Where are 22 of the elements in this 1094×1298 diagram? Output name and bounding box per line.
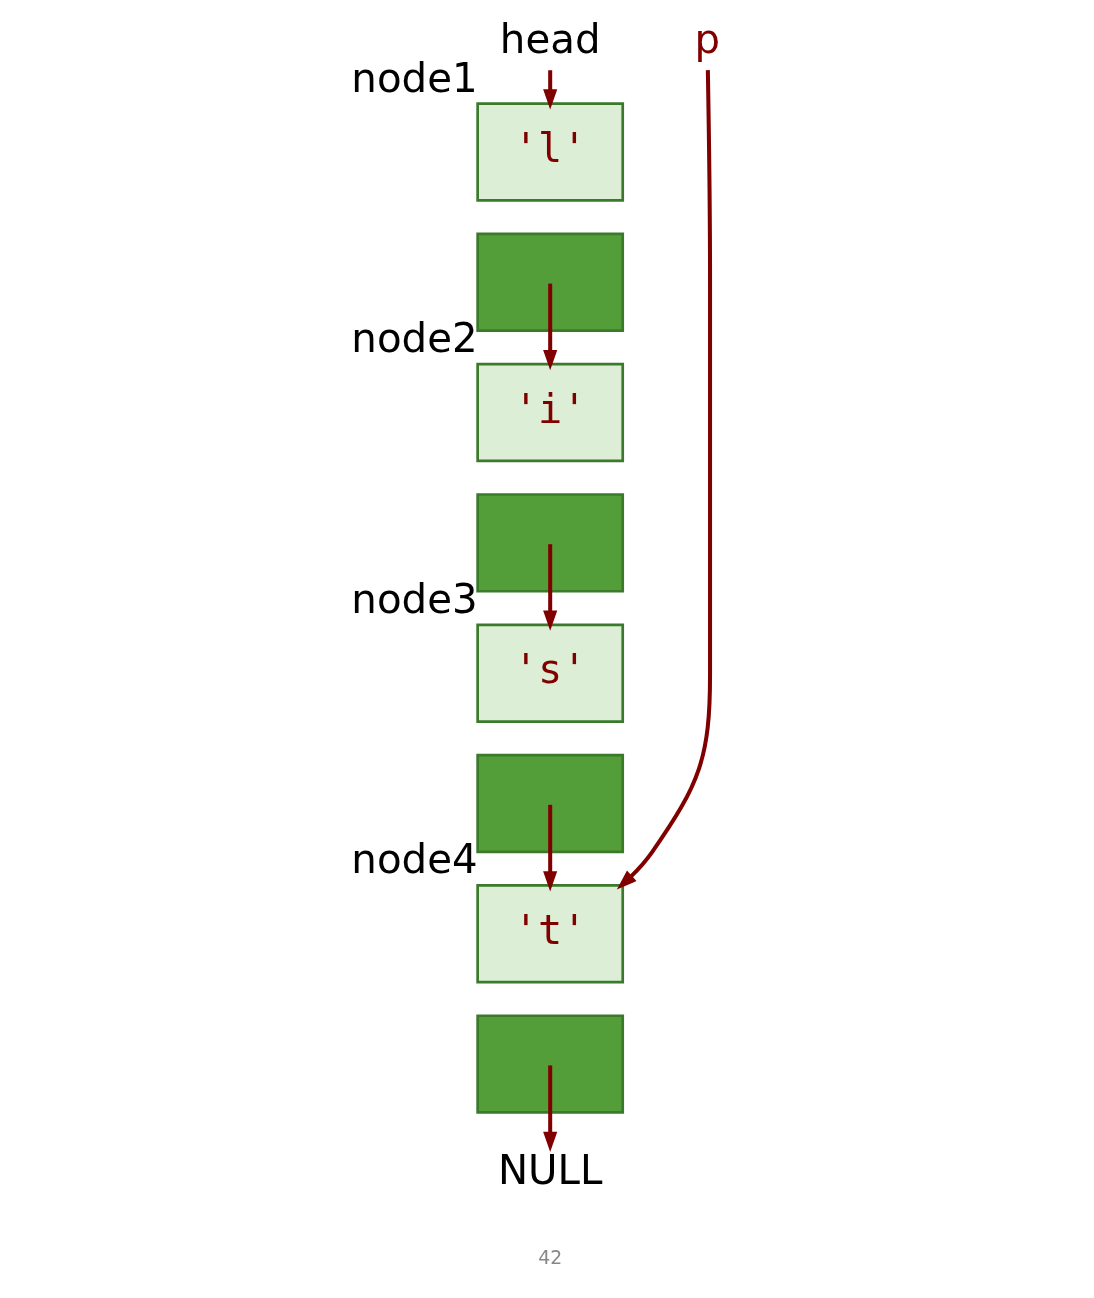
node-box: 's': [475, 623, 624, 723]
node-label: node2: [350, 315, 478, 363]
node-label: node3: [350, 575, 478, 623]
node-box: 't': [475, 884, 624, 984]
arrow: [542, 1065, 557, 1152]
node-label: node1: [350, 54, 478, 102]
node-label: node4: [350, 836, 478, 884]
arrow: [542, 70, 557, 110]
node-box: [475, 493, 624, 593]
node-box: 'i': [475, 362, 624, 463]
node-text: NULL: [497, 1146, 602, 1194]
node-box: 'l': [475, 102, 624, 202]
node-box: [475, 753, 624, 854]
node-text: head: [499, 15, 600, 63]
node-box: [475, 232, 624, 332]
arrow: [542, 804, 557, 892]
arrow: [542, 283, 557, 371]
label: 42: [537, 1246, 562, 1268]
node-box: [475, 1014, 624, 1114]
arrow: [542, 544, 557, 631]
node-text: p: [694, 15, 720, 63]
arrow: [616, 70, 712, 890]
